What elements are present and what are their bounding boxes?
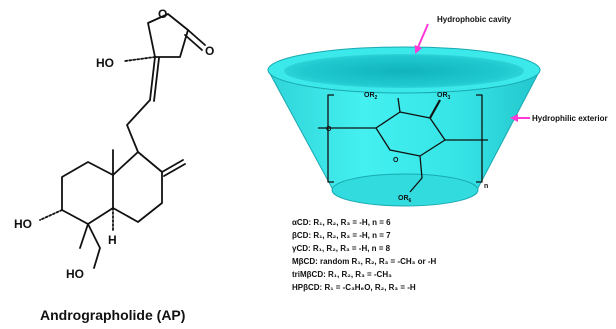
ho-top-bond [124, 56, 156, 62]
quaternary-bonds [79, 223, 101, 269]
def-hpbcd: HPβCD: R₁ = -C₃H₆O, R₂, R₃ = -H [292, 283, 416, 292]
def-acd: αCD: R₁, R₂, R₃ = -H, n = 6 [292, 218, 391, 227]
callout-cavity: Hydrophobic cavity [437, 15, 512, 24]
cavity-arrow [414, 23, 429, 54]
cavity-opening [284, 54, 524, 88]
def-bcd: βCD: R₁, R₂, R₃ = -H, n = 7 [292, 231, 391, 240]
atom-or6: OR6 [398, 195, 412, 204]
repeat-index: n [484, 183, 488, 190]
atom-ho-bottom: HO [66, 267, 84, 281]
exo-double-bond [149, 56, 160, 102]
cone-bottom [331, 173, 479, 207]
ring-a [61, 161, 114, 225]
andrographolide-structure [39, 13, 206, 269]
atom-o-glycosidic: O [326, 126, 332, 133]
lactone-ring [147, 13, 189, 58]
callout-arrows [414, 23, 530, 122]
callout-exterior: Hydrophilic exterior [532, 114, 608, 123]
atom-ho-top: HO [96, 56, 114, 70]
or2-bond [397, 97, 401, 113]
molecule-name: Andrographolide (AP) [40, 307, 185, 323]
cyclodextrin-cone [267, 46, 541, 207]
atom-ho-left: HO [14, 217, 32, 231]
atom-or3: OR3 [437, 92, 451, 101]
bracket-left [327, 94, 334, 183]
or6-bond [409, 155, 423, 193]
cd-definitions: αCD: R₁, R₂, R₃ = -H, n = 6 βCD: R₁, R₂,… [292, 218, 436, 292]
bracket-right [476, 94, 483, 183]
carbonyl-bond [184, 29, 206, 51]
atom-o-ring-cd: O [393, 157, 399, 164]
def-gcd: γCD: R₁, R₂, R₃ = -H, n = 8 [292, 244, 391, 253]
atom-or2: OR2 [364, 92, 378, 101]
def-mbcd: MβCD: random R₁, R₂, R₃ = -CH₃ or -H [292, 257, 436, 266]
side-chain [126, 99, 151, 153]
atom-o-keto: O [205, 44, 214, 58]
atom-o-ring: O [158, 7, 167, 21]
glucose-monomer [318, 94, 488, 193]
ring-b [112, 151, 163, 223]
or3-bond [429, 99, 441, 119]
ho-left-bond [39, 209, 63, 221]
atom-h-bridge: H [108, 233, 117, 247]
def-trimbcd: triMβCD: R₁, R₂, R₃ = -CH₃ [292, 270, 392, 279]
methylene-bond [161, 159, 186, 177]
